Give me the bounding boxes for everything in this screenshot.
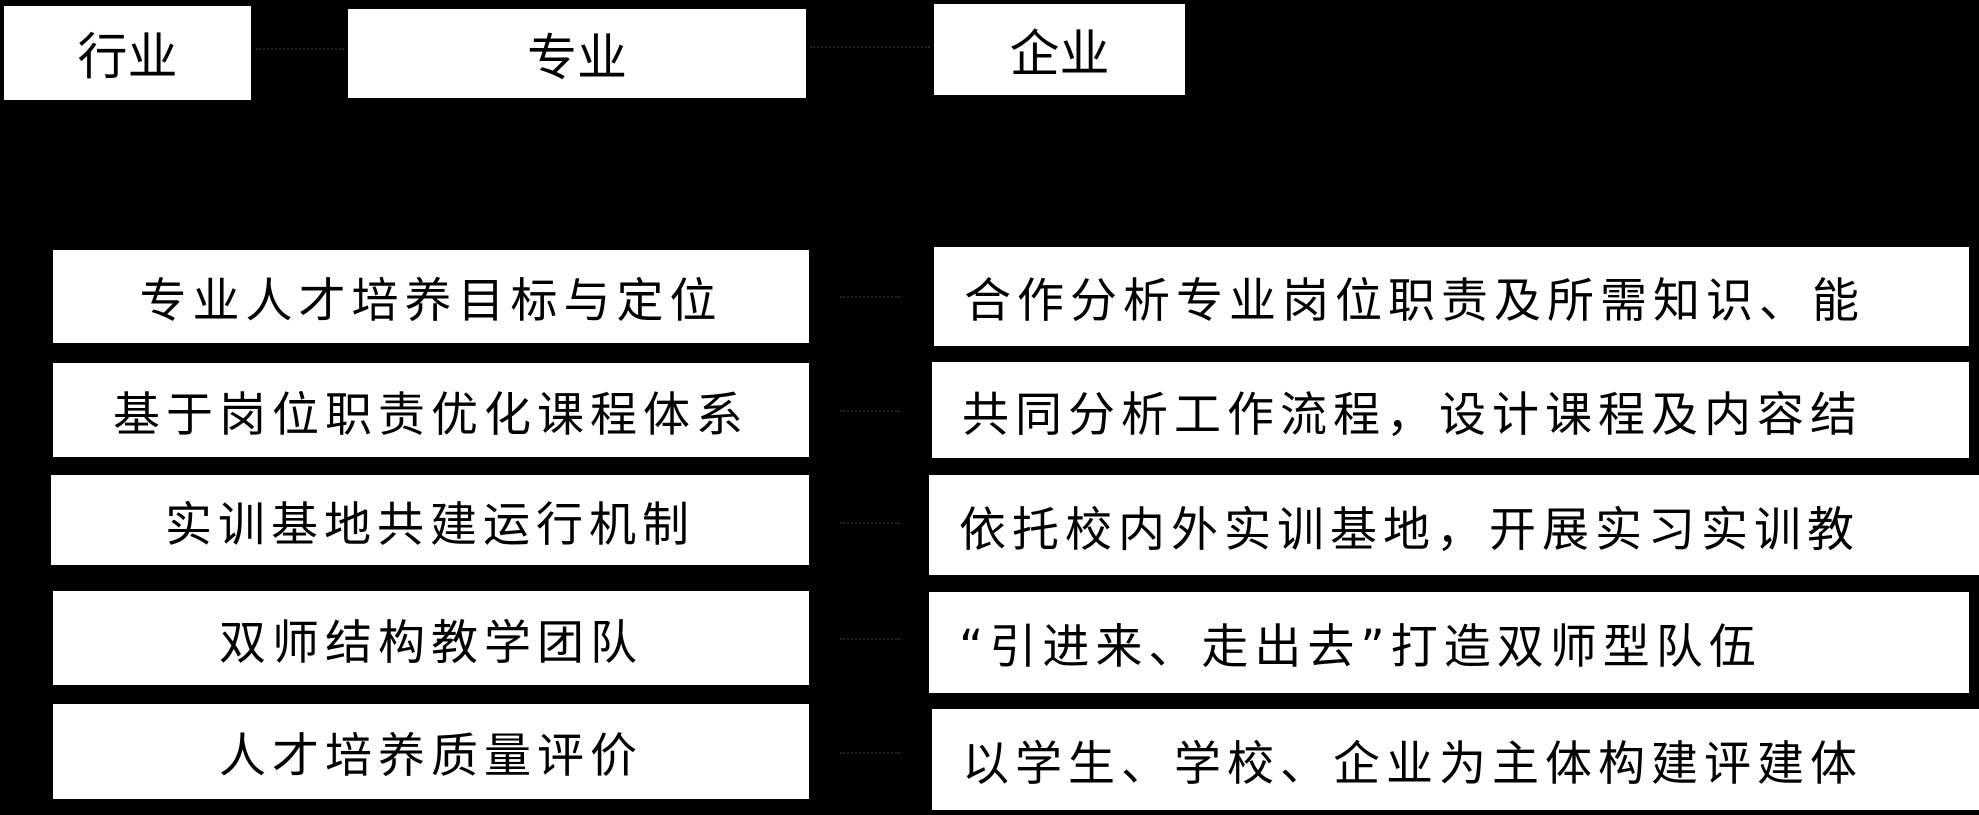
connector-row <box>840 522 900 524</box>
industry-box: 行业 <box>4 6 251 100</box>
enterprise-item-text: 共同分析工作流程，设计课程及内容结 <box>962 387 1863 443</box>
major-item: 基于岗位职责优化课程体系 <box>53 363 809 457</box>
enterprise-item-text: “引进来、走出去”打造双师型队伍 <box>959 620 1762 675</box>
enterprise-item: 以学生、学校、企业为主体构建评建体 <box>932 709 1979 810</box>
major-item: 人才培养质量评价 <box>53 704 809 799</box>
connector-row <box>840 296 900 298</box>
enterprise-item: 依托校内外实训基地，开展实习实训教 <box>929 475 1979 575</box>
major-item: 专业人才培养目标与定位 <box>53 250 809 343</box>
enterprise-box: 企业 <box>934 4 1185 95</box>
connector-row <box>840 752 900 754</box>
enterprise-item: “引进来、走出去”打造双师型队伍 <box>929 592 1969 693</box>
major-item-text: 基于岗位职责优化课程体系 <box>113 387 749 443</box>
connector-industry-major <box>256 48 344 50</box>
enterprise-label: 企业 <box>1009 24 1110 83</box>
major-item-text: 实训基地共建运行机制 <box>165 497 695 553</box>
major-item-text: 人才培养质量评价 <box>219 729 643 784</box>
connector-row <box>840 638 900 640</box>
major-item: 双师结构教学团队 <box>53 591 809 685</box>
major-item: 实训基地共建运行机制 <box>51 475 809 565</box>
major-box: 专业 <box>348 9 806 98</box>
enterprise-item: 共同分析工作流程，设计课程及内容结 <box>932 362 1969 458</box>
major-item-text: 专业人才培养目标与定位 <box>139 274 723 329</box>
industry-label: 行业 <box>77 28 178 86</box>
enterprise-item-text: 依托校内外实训基地，开展实习实训教 <box>959 502 1860 558</box>
enterprise-item-text: 合作分析专业岗位职责及所需知识、能 <box>964 274 1865 329</box>
enterprise-item-text: 以学生、学校、企业为主体构建评建体 <box>962 737 1863 792</box>
connector-enterprise-major <box>810 46 930 48</box>
enterprise-item: 合作分析专业岗位职责及所需知识、能 <box>934 247 1969 346</box>
connector-row <box>840 410 900 412</box>
major-item-text: 双师结构教学团队 <box>219 615 643 671</box>
major-label: 专业 <box>527 28 627 87</box>
